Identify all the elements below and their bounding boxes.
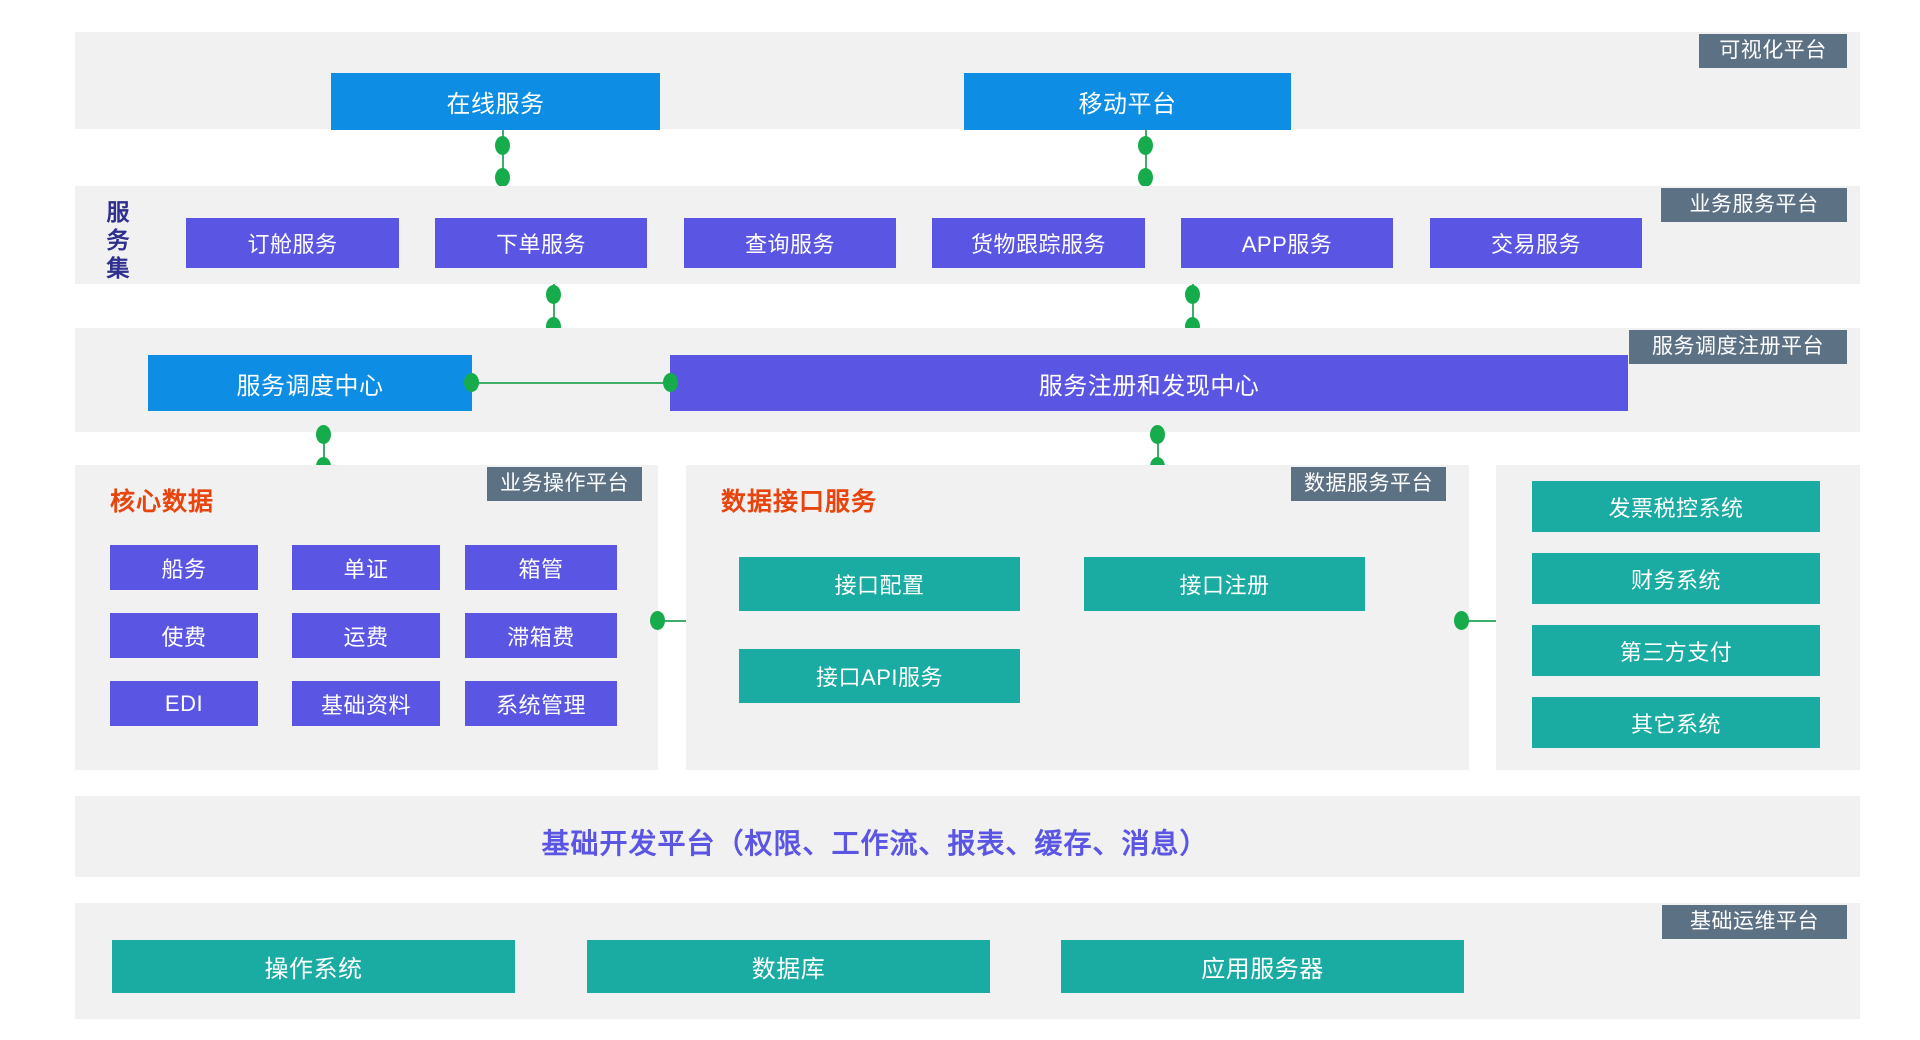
connector-line-data-service-to-external (1462, 620, 1506, 622)
box-third-party-payment[interactable]: 第三方支付 (1532, 625, 1820, 676)
box-interface-config[interactable]: 接口配置 (739, 557, 1020, 611)
connector-line-order-service (553, 284, 555, 334)
tag-dispatch-registry-platform: 服务调度注册平台 (1629, 330, 1847, 364)
box-cargo-tracking-service[interactable]: 货物跟踪服务 (932, 218, 1145, 268)
box-shipping-affairs[interactable]: 船务 (110, 545, 258, 590)
box-service-dispatch-center[interactable]: 服务调度中心 (148, 355, 472, 411)
box-trade-service[interactable]: 交易服务 (1430, 218, 1642, 268)
dev-platform-title: 基础开发平台（权限、工作流、报表、缓存、消息） (541, 828, 1209, 859)
tag-ops-platform: 基础运维平台 (1662, 905, 1847, 939)
connector-dot-registry-down-top (1150, 425, 1165, 444)
connector-line-operation-to-data-service (658, 620, 698, 622)
box-basic-data[interactable]: 基础资料 (292, 681, 440, 726)
connector-line-registry-down (1157, 432, 1159, 474)
connector-dot-registry-left (663, 373, 678, 392)
box-query-service[interactable]: 查询服务 (684, 218, 896, 268)
box-interface-registration[interactable]: 接口注册 (1084, 557, 1365, 611)
service-set-label: 服务集 (106, 199, 130, 281)
box-documents[interactable]: 单证 (292, 545, 440, 590)
tag-business-operation-platform: 业务操作平台 (487, 467, 642, 501)
dev-platform-band (75, 796, 1860, 877)
connector-dot-online-service-top (495, 136, 510, 155)
box-container-management[interactable]: 箱管 (465, 545, 617, 590)
box-operating-system[interactable]: 操作系统 (112, 940, 515, 993)
connector-line-mobile-platform (1145, 130, 1147, 184)
connector-line-app-service (1192, 284, 1194, 334)
tag-data-service-platform: 数据服务平台 (1291, 467, 1446, 501)
data-service-panel (686, 465, 1469, 770)
box-application-server[interactable]: 应用服务器 (1061, 940, 1464, 993)
box-order-service[interactable]: 下单服务 (435, 218, 647, 268)
box-disbursement[interactable]: 使费 (110, 613, 258, 658)
box-finance-system[interactable]: 财务系统 (1532, 553, 1820, 604)
box-demurrage[interactable]: 滞箱费 (465, 613, 617, 658)
connector-dot-mobile-platform-bottom (1138, 168, 1153, 187)
connector-dot-online-service-bottom (495, 168, 510, 187)
connector-line-online-service (502, 130, 504, 184)
box-service-registry-discovery-center[interactable]: 服务注册和发现中心 (670, 355, 1628, 411)
box-invoice-tax-system[interactable]: 发票税控系统 (1532, 481, 1820, 532)
box-system-management[interactable]: 系统管理 (465, 681, 617, 726)
core-data-heading: 核心数据 (110, 488, 215, 516)
tag-visualization-platform: 可视化平台 (1699, 34, 1847, 68)
connector-dot-app-service-top (1185, 285, 1200, 304)
box-interface-api-service[interactable]: 接口API服务 (739, 649, 1020, 703)
box-freight[interactable]: 运费 (292, 613, 440, 658)
connector-dot-order-service-top (546, 285, 561, 304)
box-other-systems[interactable]: 其它系统 (1532, 697, 1820, 748)
box-database[interactable]: 数据库 (587, 940, 990, 993)
connector-dot-operation-right (650, 611, 665, 630)
box-mobile-platform[interactable]: 移动平台 (964, 73, 1291, 130)
connector-dot-dispatch-right (464, 373, 479, 392)
connector-line-dispatch-down (323, 432, 325, 474)
connector-dot-dispatch-down-top (316, 425, 331, 444)
connector-line-dispatch-to-registry (472, 382, 672, 384)
box-app-service[interactable]: APP服务 (1181, 218, 1393, 268)
data-interface-service-heading: 数据接口服务 (721, 488, 878, 516)
connector-dot-mobile-platform-top (1138, 136, 1153, 155)
box-booking-service[interactable]: 订舱服务 (186, 218, 399, 268)
connector-dot-data-service-right (1454, 611, 1469, 630)
box-online-service[interactable]: 在线服务 (331, 73, 660, 130)
tag-business-service-platform: 业务服务平台 (1661, 188, 1847, 222)
box-edi[interactable]: EDI (110, 681, 258, 726)
